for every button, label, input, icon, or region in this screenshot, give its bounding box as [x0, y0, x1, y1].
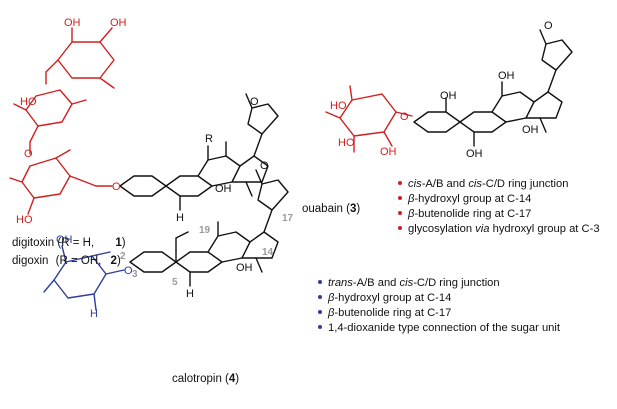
bullet-text-part: via	[475, 223, 490, 235]
carbon-number: 17	[282, 213, 294, 224]
bullet-text-part: cis	[408, 178, 422, 190]
feature-bullet: glycosylation via hydroxyl group at C-3	[398, 222, 600, 236]
label-oh: OH	[522, 124, 539, 136]
bullet-dot	[318, 310, 322, 315]
bullet-text-part: β	[328, 292, 335, 304]
carbon-number: 5	[172, 277, 178, 288]
bullet-text-part: -C/D ring junction	[413, 277, 500, 289]
label-o: O	[24, 148, 33, 160]
label-ho: HO	[330, 100, 347, 112]
bullet-text-part: -C/D ring junction	[482, 178, 569, 190]
caption-digoxin: digoxin (R = OH, 2)	[12, 255, 121, 267]
label-o: O	[112, 181, 121, 193]
bullet-text-part: -butenolide ring at C-17	[334, 307, 452, 319]
ouabain-steroid-core	[413, 29, 573, 147]
caption-digitoxin: digitoxin (R = H, 1)	[12, 237, 126, 249]
label-oh: OH	[56, 234, 73, 246]
label-ho: HO	[20, 96, 37, 108]
bullet-text-part: β	[408, 208, 415, 220]
bullet-dot	[318, 280, 322, 285]
bullet-text-part: -hydroxyl group at C-14	[334, 292, 452, 304]
label-oh: OH	[215, 183, 232, 195]
feature-bullet: cis-A/B and cis-C/D ring junction	[398, 177, 568, 191]
feature-bullet: β-hydroxyl group at C-14	[398, 192, 531, 206]
bullet-text-part: cis	[399, 277, 414, 289]
bullet-text-part: β	[408, 193, 415, 205]
bullet-dot	[398, 211, 402, 216]
label-r: R	[205, 133, 213, 145]
label-o: O	[260, 160, 269, 172]
label-oh: OH	[236, 262, 253, 274]
carbon-number: 3	[132, 269, 138, 280]
caption-ouabain: ouabain (3)	[302, 203, 361, 215]
bullet-text-part: -butenolide ring at C-17	[414, 208, 532, 220]
feature-bullet: trans-A/B and cis-C/D ring junction	[318, 276, 500, 290]
caption-calotropin: calotropin (4)	[172, 373, 240, 385]
feature-bullet: β-hydroxyl group at C-14	[318, 291, 451, 305]
label-o: O	[250, 96, 259, 108]
bullet-text-part: hydroxyl group at C-3	[489, 223, 600, 235]
label-o: O	[544, 20, 553, 32]
bullet-text-part: -hydroxyl group at C-14	[414, 193, 532, 205]
label-h: H	[186, 288, 194, 300]
label-o: O	[400, 111, 409, 123]
ouabain-sugar	[325, 85, 413, 153]
bullet-dot	[398, 181, 402, 186]
bullet-dot	[398, 196, 402, 201]
label-oh: OH	[498, 70, 515, 82]
bullet-dot	[318, 325, 322, 330]
bullet-text-part: cis	[468, 178, 483, 190]
bullet-text-part: trans	[328, 277, 353, 289]
label-h: H	[90, 308, 98, 320]
label-ho: HO	[16, 214, 33, 226]
digitoxin-steroid-core	[119, 93, 279, 211]
bullet-dot	[398, 226, 402, 231]
calotropin-sugar	[43, 245, 125, 311]
label-h: H	[176, 212, 184, 224]
digitoxin-sugar-chain	[9, 27, 115, 215]
calotropin-steroid-core	[129, 169, 289, 287]
bullet-text-part: -A/B and	[352, 277, 400, 289]
feature-bullet: β-butenolide ring at C-17	[398, 207, 531, 221]
bullet-text-part: glycosylation	[408, 223, 476, 235]
label-oh: OH	[64, 17, 81, 29]
label-oh: OH	[440, 90, 457, 102]
label-ho: HO	[338, 137, 355, 149]
label-o: O	[124, 265, 133, 277]
label-oh: OH	[466, 148, 483, 160]
bullet-text-part: β	[328, 307, 335, 319]
label-oh: OH	[110, 17, 127, 29]
bullet-dot	[318, 295, 322, 300]
feature-bullet: β-butenolide ring at C-17	[318, 306, 451, 320]
bullet-text-part: -A/B and	[421, 178, 469, 190]
label-oh: OH	[380, 146, 397, 158]
carbon-number: 14	[262, 247, 274, 258]
feature-bullet: 1,4-dioxanide type connection of the sug…	[318, 321, 560, 335]
bullet-text-part: 1,4-dioxanide type connection of the sug…	[328, 322, 560, 334]
carbon-number: 2	[120, 251, 126, 262]
carbon-number: 19	[199, 225, 211, 236]
